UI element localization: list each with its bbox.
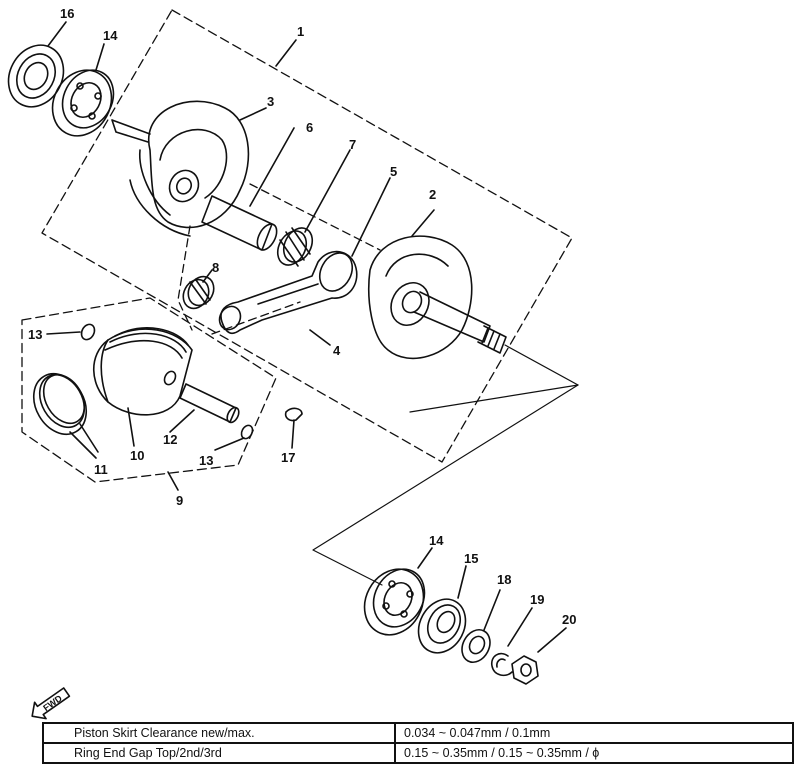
callout-3: 3: [267, 94, 274, 109]
spec-value: 0.15 ~ 0.35mm / 0.15 ~ 0.35mm / ϕ: [394, 742, 794, 764]
piston-pin-12: [169, 383, 240, 433]
callout-11: 11: [94, 462, 108, 477]
callout-13-right: 13: [199, 453, 213, 468]
callout-4: 4: [333, 343, 341, 358]
circlip-13-right: [214, 424, 254, 451]
callout-8: 8: [212, 260, 219, 275]
callout-14-right: 14: [429, 533, 444, 548]
spec-row: Ring End Gap Top/2nd/3rd 0.15 ~ 0.35mm /…: [42, 742, 794, 764]
woodruff-key-17: [284, 407, 303, 449]
oil-seal-15: [417, 565, 467, 654]
crankshaft-assembly-boundary: [41, 9, 573, 463]
spec-value: 0.034 ~ 0.047mm / 0.1mm: [394, 722, 794, 744]
callout-19: 19: [530, 592, 544, 607]
piston-10: [93, 327, 193, 447]
spec-row: Piston Skirt Clearance new/max. 0.034 ~ …: [42, 722, 794, 744]
spec-label: Ring End Gap Top/2nd/3rd: [42, 742, 396, 764]
connecting-rod-5: [218, 177, 391, 335]
lock-washer-19: [490, 607, 533, 677]
spec-table: Piston Skirt Clearance new/max. 0.034 ~ …: [42, 722, 794, 764]
fwd-arrow-icon: FWD: [26, 683, 76, 723]
callout-7: 7: [349, 137, 356, 152]
piston-assembly-boundary: [21, 297, 277, 483]
small-end-bearing-8: [182, 269, 215, 310]
callout-1: 1: [297, 24, 304, 39]
leader-4: [309, 329, 331, 346]
bearing-14-left: [51, 69, 115, 137]
crankpin-dashed-lines: [177, 225, 193, 331]
callout-10: 10: [130, 448, 144, 463]
callout-17: 17: [281, 450, 295, 465]
crank-half-3: [111, 100, 250, 237]
leader-1: [275, 39, 297, 67]
leader-9: [167, 471, 179, 491]
callout-20: 20: [562, 612, 576, 627]
circlip-13-left: [46, 323, 96, 341]
callout-13-left: 13: [28, 327, 42, 342]
crank-pin-6: [201, 127, 295, 251]
callout-18: 18: [497, 572, 511, 587]
crank-half-2: [368, 209, 507, 360]
leader-3: [239, 107, 267, 121]
callout-6: 6: [306, 120, 313, 135]
bearing-set-outline: [409, 384, 579, 413]
nut-20: [511, 627, 567, 685]
callout-9: 9: [176, 493, 183, 508]
spacer-18: [461, 589, 501, 664]
spec-label: Piston Skirt Clearance new/max.: [42, 722, 396, 744]
callout-5: 5: [390, 164, 397, 179]
callout-2: 2: [429, 187, 436, 202]
needle-bearing-7: [276, 149, 351, 267]
leader-14: [95, 43, 105, 71]
callout-16: 16: [60, 6, 74, 21]
piston-rings-11: [32, 373, 99, 459]
leader-16: [47, 21, 67, 47]
bearing-14-right: [363, 547, 433, 636]
callout-15: 15: [464, 551, 478, 566]
callout-12: 12: [163, 432, 177, 447]
callout-14: 14: [103, 28, 118, 43]
